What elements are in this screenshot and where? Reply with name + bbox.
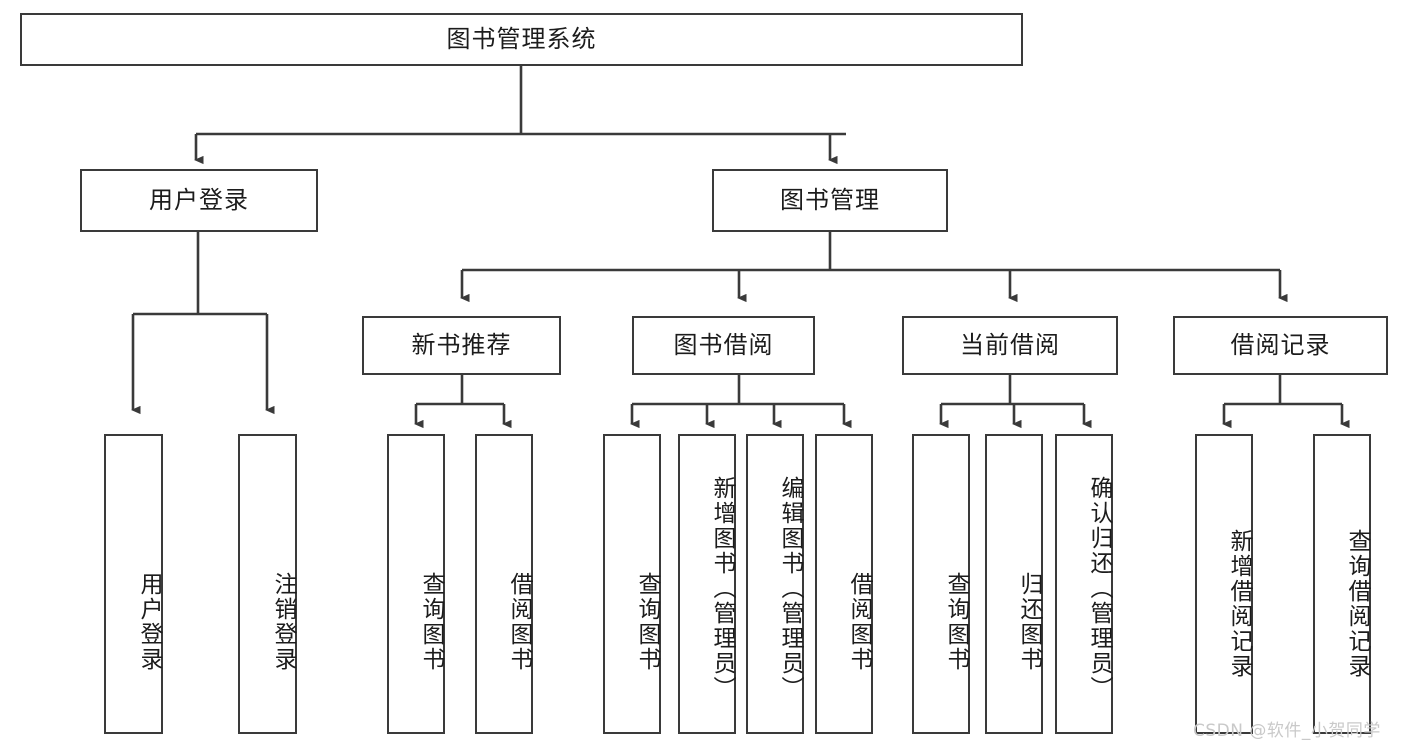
node-leaf-return-book-label: 归还图书	[1016, 572, 1042, 672]
node-leaf-query-book-3-label: 查询图书	[943, 572, 969, 672]
node-current-borrow-label: 当前借阅	[960, 331, 1060, 360]
node-book-borrow-label: 图书借阅	[673, 331, 774, 360]
node-root[interactable]: 图书管理系统	[20, 13, 1023, 66]
node-leaf-query-book-1[interactable]: 查询图书	[387, 434, 445, 734]
node-user-login-label: 用户登录	[149, 186, 249, 215]
node-leaf-return-book[interactable]: 归还图书	[985, 434, 1043, 734]
node-leaf-query-book-2[interactable]: 查询图书	[603, 434, 661, 734]
node-leaf-add-borrow-record-label: 新增借阅记录	[1226, 529, 1252, 679]
node-leaf-confirm-return-admin-label: 确认归还（管理员）	[1086, 475, 1112, 701]
watermark: CSDN @软件_小贺同学	[1193, 721, 1381, 741]
node-leaf-query-book-1-label: 查询图书	[418, 572, 444, 672]
node-leaf-query-borrow-record-label: 查询借阅记录	[1344, 529, 1370, 679]
node-current-borrow[interactable]: 当前借阅	[902, 316, 1118, 375]
node-new-book-recommend[interactable]: 新书推荐	[362, 316, 561, 375]
node-leaf-logout-login[interactable]: 注销登录	[238, 434, 297, 734]
node-user-login[interactable]: 用户登录	[80, 169, 318, 232]
node-leaf-user-login-label: 用户登录	[136, 572, 162, 672]
node-book-manage[interactable]: 图书管理	[712, 169, 948, 232]
node-leaf-query-book-2-label: 查询图书	[634, 572, 660, 672]
node-new-book-recommend-label: 新书推荐	[411, 331, 512, 360]
node-borrow-record-label: 借阅记录	[1230, 331, 1331, 360]
node-book-borrow[interactable]: 图书借阅	[632, 316, 815, 375]
node-book-manage-label: 图书管理	[780, 186, 880, 215]
node-leaf-add-book-admin-label: 新增图书（管理员）	[709, 475, 735, 701]
node-leaf-query-book-3[interactable]: 查询图书	[912, 434, 970, 734]
node-leaf-add-borrow-record[interactable]: 新增借阅记录	[1195, 434, 1253, 734]
node-leaf-borrow-book-1-label: 借阅图书	[506, 572, 532, 672]
node-leaf-edit-book-admin[interactable]: 编辑图书（管理员）	[746, 434, 804, 734]
node-leaf-borrow-book-2[interactable]: 借阅图书	[815, 434, 873, 734]
node-borrow-record[interactable]: 借阅记录	[1173, 316, 1388, 375]
node-leaf-borrow-book-1[interactable]: 借阅图书	[475, 434, 533, 734]
node-leaf-edit-book-admin-label: 编辑图书（管理员）	[777, 475, 803, 701]
node-leaf-logout-login-label: 注销登录	[270, 572, 296, 672]
node-root-label: 图书管理系统	[446, 25, 597, 54]
node-leaf-user-login[interactable]: 用户登录	[104, 434, 163, 734]
node-leaf-borrow-book-2-label: 借阅图书	[846, 572, 872, 672]
node-leaf-confirm-return-admin[interactable]: 确认归还（管理员）	[1055, 434, 1113, 734]
node-leaf-query-borrow-record[interactable]: 查询借阅记录	[1313, 434, 1371, 734]
node-leaf-add-book-admin[interactable]: 新增图书（管理员）	[678, 434, 736, 734]
